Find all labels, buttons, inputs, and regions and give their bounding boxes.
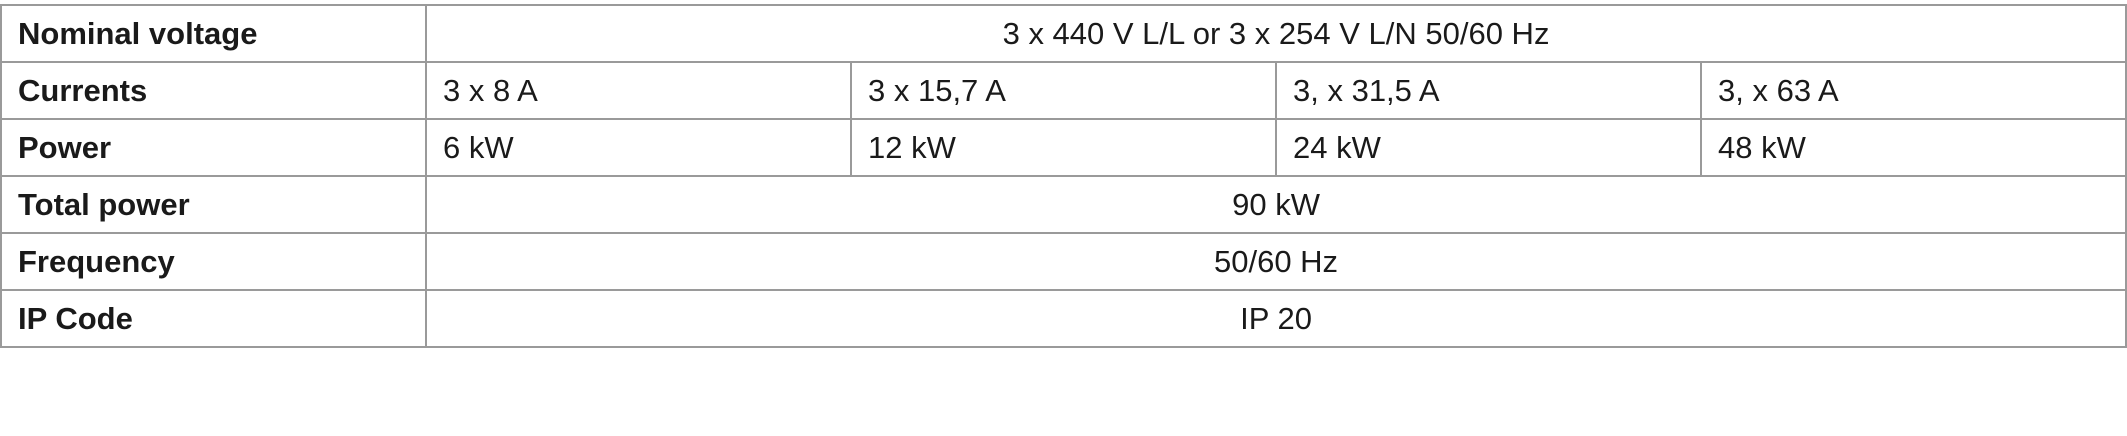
row-label: Power (0, 118, 427, 177)
table-row-frequency: Frequency 50/60 Hz (0, 232, 2127, 291)
table-row-total-power: Total power 90 kW (0, 175, 2127, 234)
row-label: IP Code (0, 289, 427, 348)
row-value: 12 kW (850, 118, 1277, 177)
row-value: IP 20 (424, 289, 2127, 348)
row-value: 90 kW (424, 175, 2127, 234)
row-value: 24 kW (1275, 118, 1702, 177)
row-label: Frequency (0, 232, 427, 291)
row-label: Currents (0, 61, 427, 120)
row-label: Total power (0, 175, 427, 234)
row-value: 3 x 440 V L/L or 3 x 254 V L/N 50/60 Hz (424, 4, 2127, 63)
row-value: 6 kW (425, 118, 852, 177)
row-value: 3 x 8 A (425, 61, 852, 120)
table-row-ip-code: IP Code IP 20 (0, 289, 2127, 348)
row-label: Nominal voltage (0, 4, 427, 63)
row-value: 50/60 Hz (424, 232, 2127, 291)
table-row-nominal-voltage: Nominal voltage 3 x 440 V L/L or 3 x 254… (0, 4, 2127, 63)
specifications-table: Nominal voltage 3 x 440 V L/L or 3 x 254… (0, 4, 2127, 348)
row-value: 3, x 63 A (1699, 61, 2127, 120)
row-value: 48 kW (1699, 118, 2127, 177)
row-value: 3 x 15,7 A (850, 61, 1277, 120)
table-row-currents: Currents 3 x 8 A 3 x 15,7 A 3, x 31,5 A … (0, 61, 2127, 120)
table-row-power: Power 6 kW 12 kW 24 kW 48 kW (0, 118, 2127, 177)
row-value: 3, x 31,5 A (1275, 61, 1702, 120)
